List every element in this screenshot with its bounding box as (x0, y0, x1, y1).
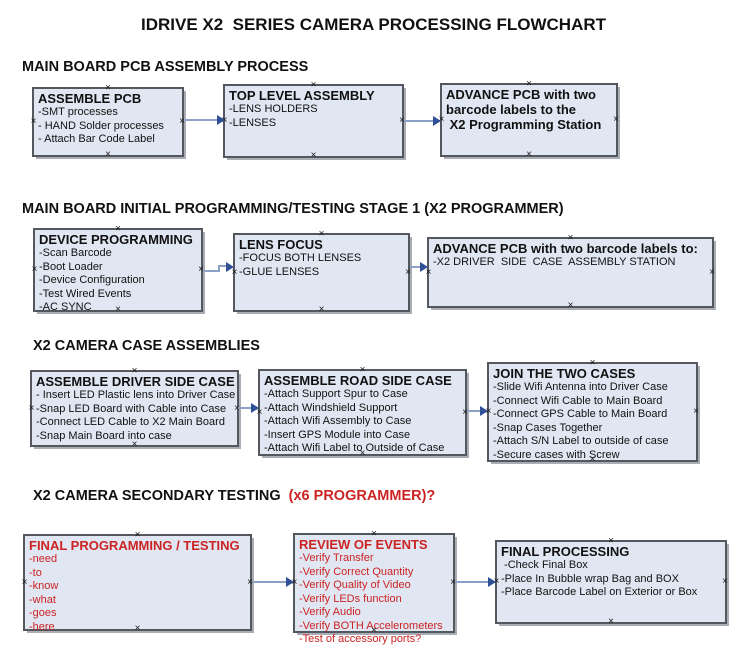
flow-box-item: -Place Barcode Label on Exterior or Box (501, 586, 698, 598)
flow-arrow (404, 116, 441, 126)
flow-box-review-of-events: REVIEW OF EVENTS -Verify Transfer -Verif… (292, 529, 456, 645)
flow-box-item: -Attach Support Spur to Case (264, 388, 408, 400)
flow-box-item: -LENSES (229, 116, 277, 129)
flow-box-item: -Connect GPS Cable to Main Board (493, 408, 668, 420)
flow-box-final-processing: FINAL PROCESSING -Check Final Box -Place… (494, 536, 728, 627)
flow-box-item: -Attach S/N Label to outside of case (493, 435, 669, 447)
flow-box-title: LENS FOCUS (239, 237, 323, 252)
section-heading-pcb-assembly: MAIN BOARD PCB ASSEMBLY PROCESS (22, 59, 309, 75)
flow-box-item: -X2 DRIVER SIDE CASE ASSEMBLY STATION (433, 256, 676, 268)
flow-box-item: - HAND Solder processes (38, 119, 164, 132)
flow-box-item: -LENS HOLDERS (229, 103, 318, 115)
flow-box-item: -Verify Audio (299, 606, 361, 618)
flow-box-title: FINAL PROCESSING (501, 544, 630, 559)
flow-arrow (455, 577, 496, 587)
flow-box-item: -Connect LED Cable to X2 Main Board (36, 416, 225, 428)
connection-handle-icon: × (318, 304, 325, 315)
flow-box-item: -Connect Wifi Cable to Main Board (493, 394, 663, 407)
flow-box-title: ASSEMBLE DRIVER SIDE CASE (36, 374, 235, 389)
connection-handle-icon: × (526, 149, 532, 160)
section-heading-red-part: (x6 PROGRAMMER)? (280, 488, 436, 504)
flow-box-assemble-road-side-case: ASSEMBLE ROAD SIDE CASE -Attach Support … (257, 365, 468, 459)
connection-handle-icon: × (608, 616, 614, 627)
flow-box-advance-pcb-driver-side: ADVANCE PCB with two barcode labels to: … (426, 233, 715, 311)
connection-handle-icon: × (21, 576, 28, 588)
flow-box-item: -Scan Barcode (39, 247, 112, 259)
flow-box-item: -Snap Main Board into case (36, 429, 172, 442)
connection-handle-icon: × (31, 264, 38, 275)
flow-box-item: - Insert LED Plastic lens into Driver Ca… (36, 389, 236, 401)
flow-box-title: ASSEMBLE ROAD SIDE CASE (264, 373, 452, 388)
flow-box-title: TOP LEVEL ASSEMBLY (229, 88, 375, 103)
flow-box-item: -Attach Wifi Assembly to Case (264, 415, 412, 427)
flow-box-item: -Snap Cases Together (493, 421, 603, 434)
flow-arrow (238, 403, 259, 413)
flow-box-item: -Attach Windshield Support (264, 401, 398, 414)
connection-handle-icon: × (567, 300, 574, 311)
flow-box-item: -Verify BOTH Accelerometers (299, 619, 443, 632)
flow-box-item: -Verify Quality of Video (299, 579, 411, 591)
flow-arrow (410, 262, 428, 272)
section-heading-black-part: X2 CAMERA SECONDARY TESTING (33, 488, 281, 504)
section-heading-case-assemblies: X2 CAMERA CASE ASSEMBLIES (33, 338, 260, 354)
connection-handle-icon: × (310, 150, 317, 161)
flow-box-item: -AC SYNC (39, 301, 92, 313)
section-heading-initial-programming: MAIN BOARD INITIAL PROGRAMMING/TESTING S… (22, 201, 564, 217)
flow-box-title: JOIN THE TWO CASES (493, 366, 636, 381)
flow-box-item: -Verify Correct Quantity (299, 565, 414, 578)
flow-box-assemble-pcb: ASSEMBLE PCB -SMT processes - HAND Solde… (30, 83, 185, 160)
flow-box-join-the-two-cases: JOIN THE TWO CASES -Slide Wifi Antenna i… (486, 358, 699, 465)
flow-box-item: -GLUE LENSES (239, 265, 320, 278)
flow-box-title: ASSEMBLE PCB (38, 91, 142, 106)
section-heading-secondary-testing: X2 CAMERA SECONDARY TESTING (x6 PROGRAMM… (33, 488, 435, 504)
flow-box-item: -what (29, 593, 56, 606)
connection-handle-icon: × (30, 116, 37, 127)
connection-handle-icon: × (28, 402, 35, 414)
flow-box-item: -need (29, 553, 58, 565)
flow-box-item: -Attach Wifi Label to Outside of Case (264, 442, 445, 454)
flow-box-title: ADVANCE PCB with two barcode labels to: (433, 241, 698, 256)
flow-box-item: - Attach Bar Code Label (38, 133, 155, 145)
flow-box-item: -here (29, 620, 55, 633)
flow-box-item: -goes (29, 607, 57, 619)
flow-box-top-level-assembly: TOP LEVEL ASSEMBLY -LENS HOLDERS -LENSES… (222, 80, 405, 161)
page-title: IDRIVE X2 SERIES CAMERA PROCESSING FLOWC… (140, 15, 607, 34)
flow-box-item: -Test of accessory ports? (299, 633, 422, 645)
flow-box-item: -Insert GPS Module into Case (264, 428, 411, 441)
flow-box-title: ADVANCE PCB with two barcode labels to t… (446, 87, 602, 132)
flow-box-item: -Check Final Box (501, 559, 588, 571)
flow-box-title: REVIEW OF EVENTS (299, 537, 428, 552)
flow-box-assemble-driver-side-case: ASSEMBLE DRIVER SIDE CASE - Insert LED P… (28, 366, 240, 450)
flow-box-item: -FOCUS BOTH LENSES (239, 252, 362, 264)
flow-box-title: FINAL PROGRAMMING / TESTING (29, 538, 240, 553)
flow-box-item: -Test Wired Events (39, 287, 132, 300)
flow-box-item: -Boot Loader (39, 260, 103, 273)
flow-box-item: -to (29, 566, 42, 579)
flow-box-final-programming-testing: FINAL PROGRAMMING / TESTING -need -to -k… (21, 530, 253, 634)
flow-box-item: -know (29, 580, 59, 592)
flow-box-item: -Place In Bubble wrap Bag and BOX (501, 572, 679, 585)
flow-arrow (467, 406, 488, 416)
flow-box-item: -Verify LEDs function (299, 592, 402, 605)
flow-box-device-programming: DEVICE PROGRAMMING -Scan Barcode -Boot L… (31, 224, 204, 315)
flow-arrow (185, 115, 225, 125)
flow-box-item: -Slide Wifi Antenna into Driver Case (493, 381, 668, 393)
flow-arrow (252, 577, 294, 587)
flow-box-item: -Secure cases with Screw (493, 448, 620, 461)
flow-box-lens-focus: LENS FOCUS -FOCUS BOTH LENSES -GLUE LENS… (232, 229, 411, 315)
flow-box-item: -Device Configuration (39, 274, 145, 286)
flow-box-item: -Snap LED Board with Cable into Case (36, 402, 227, 415)
flow-box-advance-pcb-programming-station: ADVANCE PCB with two barcode labels to t… (439, 79, 619, 160)
connection-handle-icon: × (105, 149, 111, 160)
flow-box-item: -SMT processes (38, 106, 118, 118)
flow-box-item: -Verify Transfer (299, 552, 374, 564)
flow-box-title: DEVICE PROGRAMMING (39, 232, 193, 247)
